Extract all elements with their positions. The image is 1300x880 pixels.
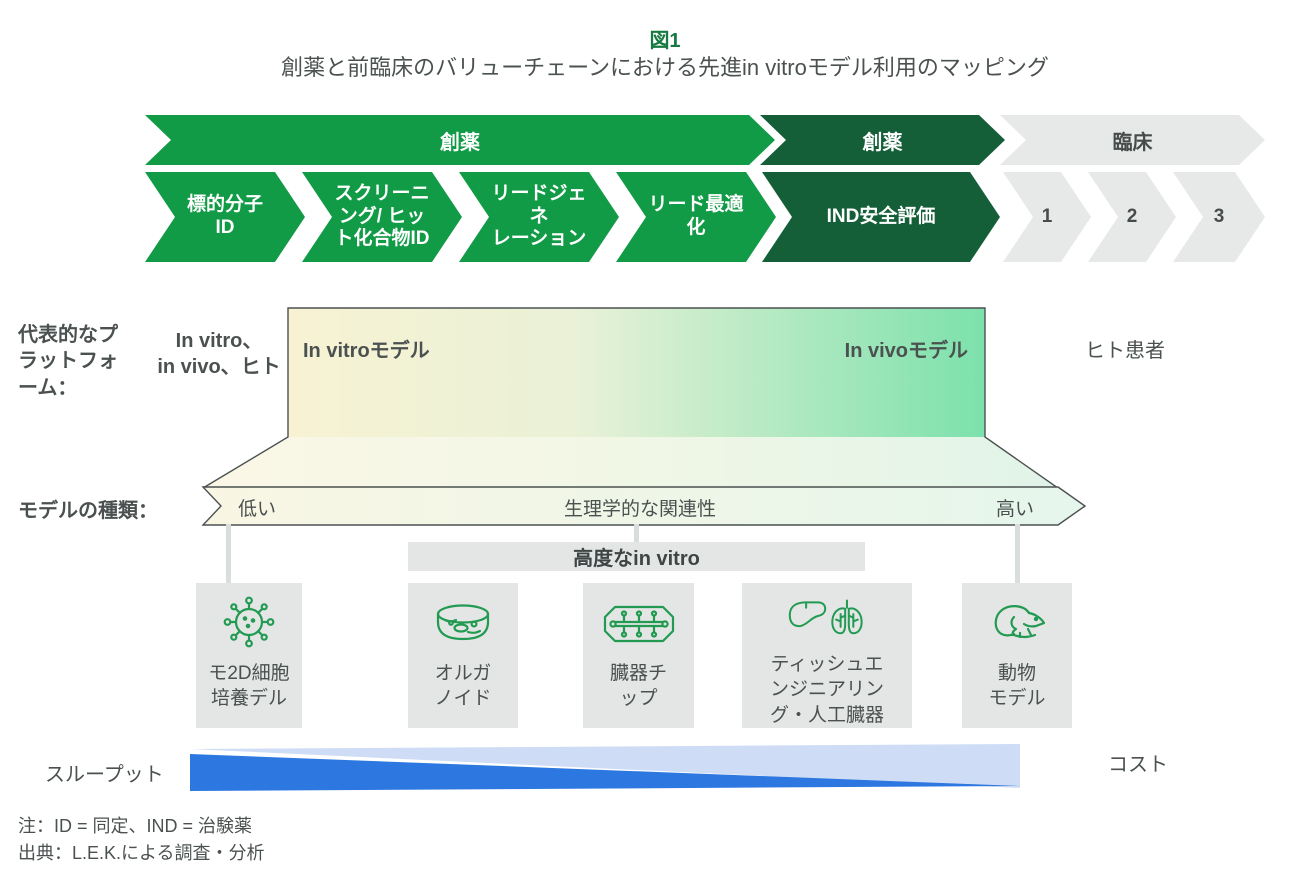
connector-line [1015,524,1020,584]
model-box-label: 臓器チ ップ [609,663,667,710]
organoid-icon [436,604,490,641]
stage-label: リード最適化 [648,194,744,238]
banner-label: 高度なin vitro [573,548,700,570]
advanced-invitro-banner: 高度なin vitro [408,542,865,571]
invitro-model-label: In vitroモデル [303,340,430,362]
throughput-wedge [190,754,1020,791]
phase-label: 臨床 [1112,131,1153,154]
model-box-label: ティッシュエ ンジニアリン グ・人工臓器 [769,654,884,726]
model-box-label: オルガ ノイド [434,663,492,710]
connector-line [226,524,231,584]
phase-label: 創薬 [440,131,480,154]
invivo-model-label: In vivoモデル [844,340,968,362]
model-box-animal-model: 動物 モデル [962,583,1072,728]
stage-label: 3 [1213,205,1225,227]
model-box-organoid: オルガ ノイド [408,583,518,728]
relevance-arrow-bar [201,486,1087,526]
stage-label: IND安全評価 [826,205,936,227]
animal-model-icon [994,605,1046,639]
stage-label: 標的分子 ID [186,194,263,238]
model-box-label: 動物 モデル [988,663,1046,710]
stage-label: スクリーニ ング/ ヒッ ト化合物ID [334,182,430,250]
model-box-2d-cell-culture: モ2D細胞 培養デル [196,583,302,728]
platform-row-label: 代表的なプ ラットフォ ーム： [18,324,118,399]
phase-label: 創薬 [862,131,903,154]
figure-title: 創薬と前臨床のバリューチェーンにおける先進in vitroモデル利用のマッピング [281,55,1049,80]
connector-line [634,524,639,543]
stage-label: 1 [1041,205,1053,227]
phase-discovery-chevron: 創薬 [145,115,775,165]
tissue-engineering-icon [788,599,863,635]
relevance-high-label: 高い [996,499,1035,520]
stage-label: リードジェネ レーション [491,182,587,250]
cost-label: コスト [1108,754,1168,776]
relevance-axis-label: 生理学的な関連性 [563,499,716,520]
relevance-low-label: 低い [238,499,277,520]
stage-lead-generation-chevron: リードジェネ レーション [459,172,619,262]
throughput-label: スループット [45,764,164,786]
phase-preclinical-chevron: 創薬 [760,115,1005,165]
figure-number: 図1 [649,30,681,52]
model-box-tissue-engineering: ティッシュエ ンジニアリン グ・人工臓器 [742,583,912,728]
cost-wedge [190,744,1020,788]
stage-label: 2 [1126,205,1138,227]
stage-ind-safety-chevron: IND安全評価 [762,172,1000,262]
human-patient-label: ヒト患者 [1085,340,1165,362]
organ-chip-icon [603,605,674,643]
note-source: 出典：L.E.K.による調査・分析 [18,843,265,863]
platform-row-sublabel: In vitro、 in vivo、ヒト [157,330,281,378]
model-type-row-label: モデルの種類： [18,500,158,522]
stage-target-id-chevron: 標的分子 ID [145,172,305,262]
platform-gradient-box [288,308,985,437]
stage-screening-chevron: スクリーニ ング/ ヒッ ト化合物ID [302,172,462,262]
model-box-organ-chip: 臓器チ ップ [583,583,694,728]
note-abbreviations: 注：ID = 同定、IND = 治験薬 [18,816,253,836]
cell-culture-icon [223,596,275,648]
phase-clinical-chevron: 臨床 [1000,115,1265,165]
funnel-outline [202,307,1086,508]
model-box-label: モ2D細胞 培養デル [208,663,290,710]
